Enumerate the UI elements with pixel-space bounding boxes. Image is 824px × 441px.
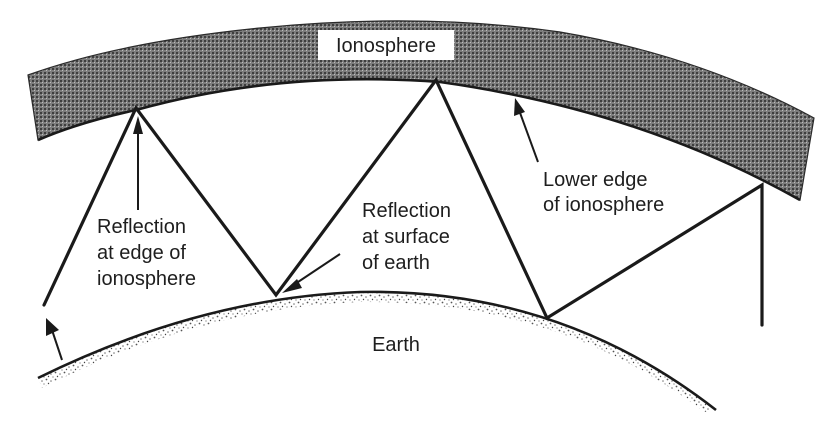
ionosphere-lower-edge: [37, 77, 801, 202]
reflection-earth-label-line1: Reflection: [362, 200, 451, 222]
reflection-ionosphere-label-line1: Reflection: [97, 216, 186, 238]
lower-edge-pointer: [518, 109, 539, 163]
reflection-ionosphere-arrowhead: [133, 116, 143, 134]
reflection-earth-label-line3: of earth: [362, 252, 430, 274]
lower-edge-label-line1: Lower edge: [543, 169, 648, 191]
ionosphere-label-box: [318, 30, 454, 60]
earth-surface-line: [37, 290, 717, 412]
earth-surface-band: [38, 291, 716, 412]
earth-label: Earth: [372, 334, 420, 356]
reflection-earth-arrowhead: [282, 279, 302, 293]
transmitter-arrowhead: [46, 318, 59, 336]
radio-wave-ray-path: [42, 76, 764, 327]
reflection-earth-pointer: [291, 253, 341, 287]
reflection-earth-label-line2: at surface: [362, 226, 450, 248]
lower-edge-label-line2: of ionosphere: [543, 194, 664, 216]
transmitter-pointer-line: [51, 329, 63, 361]
reflection-ionosphere-label-line2: at edge of: [97, 242, 186, 264]
reflection-ionosphere-label-line3: ionosphere: [97, 268, 196, 290]
ionosphere-label: Ionosphere: [336, 35, 436, 57]
lower-edge-arrowhead: [514, 98, 525, 116]
